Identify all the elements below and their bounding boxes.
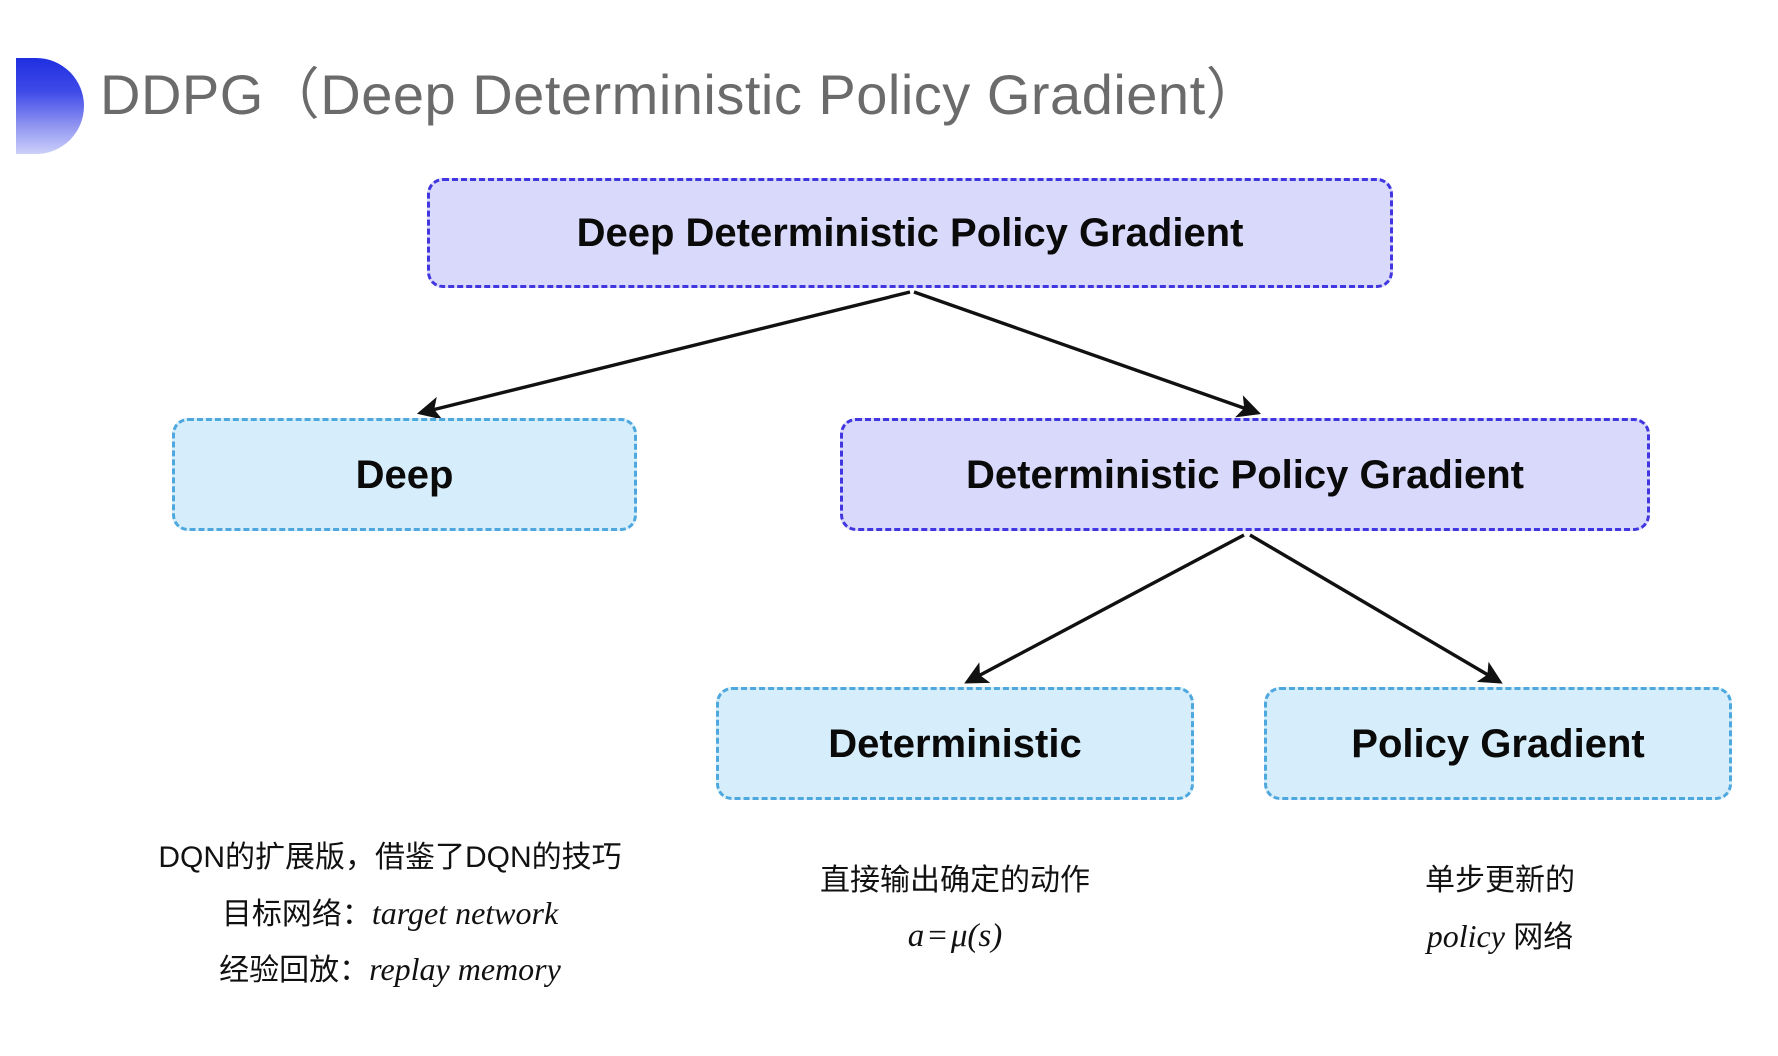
annotation-deep-line2-label: 目标网络：	[221, 897, 372, 931]
annotation-deep-line2-value: target network	[371, 894, 559, 931]
edge-root-to-dpg	[913, 290, 1262, 418]
annotation-deep-line3: 经验回放：replay memory	[60, 941, 720, 998]
annotation-pg-line2-rest: 网络	[1504, 920, 1574, 954]
annotation-deterministic: 直接输出确定的动作 a=μ(s)	[700, 855, 1210, 965]
edge-dpg-to-pg	[1249, 533, 1503, 684]
annotation-det-line1: 直接输出确定的动作	[820, 864, 1090, 897]
gradient-half-disc-icon	[16, 58, 84, 154]
formula-operator: =	[928, 917, 947, 954]
node-root-label: Deep Deterministic Policy Gradient	[576, 211, 1244, 255]
annotation-det-formula: a=μ(s)	[700, 908, 1210, 966]
annotation-pg-line1: 单步更新的	[1425, 864, 1575, 897]
node-policy-gradient[interactable]: Policy Gradient	[1264, 687, 1732, 800]
node-deep-label: Deep	[355, 452, 454, 497]
annotation-deep-line2: 目标网络：target network	[60, 885, 720, 942]
node-deep[interactable]: Deep	[172, 418, 637, 531]
node-deterministic-policy-gradient[interactable]: Deterministic Policy Gradient	[840, 418, 1650, 531]
node-root[interactable]: Deep Deterministic Policy Gradient	[427, 178, 1393, 288]
formula-lhs: a	[907, 917, 925, 954]
node-dpg-label: Deterministic Policy Gradient	[966, 452, 1524, 497]
annotation-pg-line2-italic: policy	[1426, 917, 1505, 954]
node-pg-label: Policy Gradient	[1351, 721, 1645, 766]
annotation-deep-line1: DQN的扩展版，借鉴了DQN的技巧	[158, 841, 622, 874]
formula-rhs: μ(s)	[950, 917, 1003, 954]
page-title: DDPG（Deep Deterministic Policy Gradient）	[100, 63, 1263, 126]
edge-root-to-deep	[416, 290, 911, 420]
node-deterministic[interactable]: Deterministic	[716, 687, 1194, 800]
annotation-deep: DQN的扩展版，借鉴了DQN的技巧 目标网络：target network 经验…	[60, 832, 720, 998]
annotation-pg-line2: policy 网络	[1280, 908, 1720, 965]
edge-dpg-to-det	[964, 533, 1245, 684]
annotation-policy-gradient: 单步更新的 policy 网络	[1280, 855, 1720, 964]
annotation-deep-line3-value: replay memory	[369, 951, 561, 987]
node-det-label: Deterministic	[828, 721, 1082, 766]
annotation-deep-line3-label: 经验回放：	[219, 954, 370, 987]
